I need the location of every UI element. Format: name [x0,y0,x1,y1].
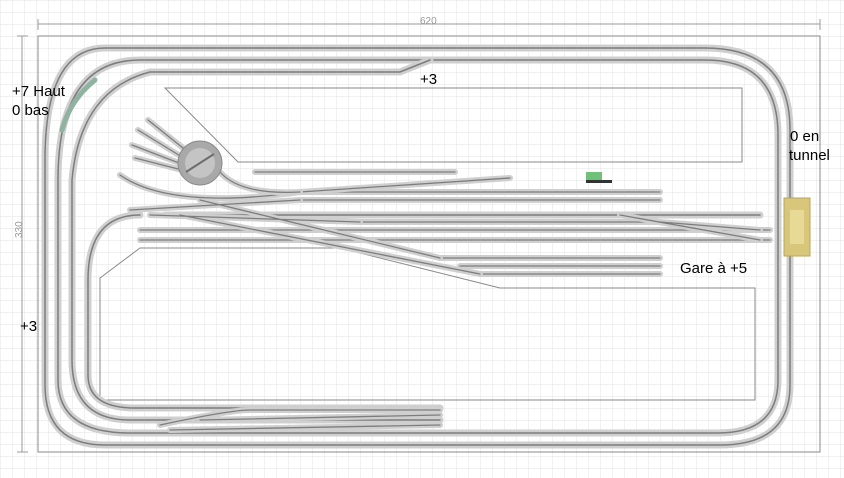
left-level-bottom-label: 0 bas [12,102,49,119]
height-dimension-line [17,35,28,453]
outer-loop-track [41,44,794,449]
left-level-top-label: +7 Haut [12,83,65,100]
tunnel-label-line2: tunnel [789,147,830,164]
green-building [586,172,602,180]
diagonal-crossovers [117,172,763,277]
station-level-label: Gare à +5 [680,260,748,277]
station-tracks [137,189,773,277]
width-dimension-line [37,19,821,30]
tunnel-portal-inner [790,210,804,244]
turntable-tracks [129,117,458,196]
baseboard-outline [37,35,821,453]
tunnel-label-line1: 0 en [790,128,820,145]
height-dimension-label: 330 [14,221,25,238]
ramp-curve-track [59,77,98,133]
upper-platform-outline [163,87,743,163]
turntable [177,140,223,186]
lower-sidings [157,407,443,433]
width-dimension-label: 620 [420,16,437,27]
left-side-level-label: +3 [20,318,38,335]
upper-level-branch-track [68,56,444,424]
top-level-label: +3 [420,71,438,88]
lower-platform-outline [99,247,756,401]
black-structure [586,180,612,183]
